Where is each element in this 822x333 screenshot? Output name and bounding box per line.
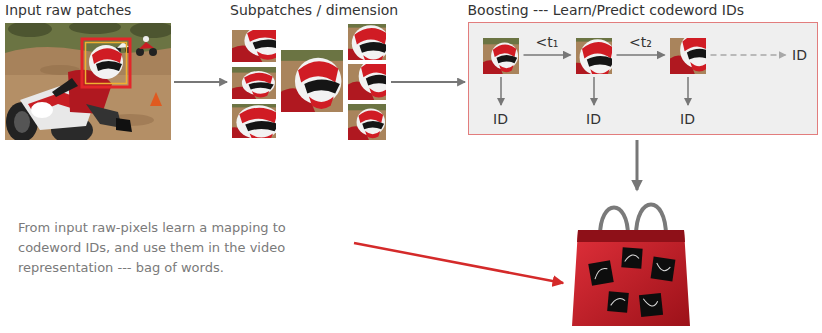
bag-icon: [572, 205, 690, 327]
bag-icon-part: [651, 257, 676, 282]
boosting-panel-ground-part: [468, 22, 818, 135]
codeword-id: ID: [586, 111, 601, 128]
boosting-panel-ground: [468, 22, 818, 135]
motorcycle-photo-part: [96, 61, 122, 71]
id-arrows-part: [593, 77, 595, 105]
subpatch-figure: Subpatches / dimension: [230, 23, 388, 140]
id-arrows: [501, 77, 688, 105]
subpatch-images-part: [232, 19, 287, 62]
bag-icon-part-part: [611, 298, 626, 307]
motorcycle-photo-part: [116, 118, 132, 132]
motorcycle-photo-part: [89, 45, 123, 79]
bag-icon-part: [639, 293, 663, 317]
motorcycle-photo-part: [150, 92, 162, 106]
stage-patches-part: [483, 38, 519, 74]
stage-patches-part: [670, 26, 715, 74]
motorcycle-photo-part: [69, 23, 121, 34]
id-arrows-part: [687, 77, 689, 105]
subpatch-images-part: [281, 50, 343, 112]
subpatch-images-part: [223, 99, 282, 144]
explanation-note: From input raw-pixels learn a mapping to…: [18, 218, 348, 278]
bag-icon-part: [577, 230, 685, 242]
photo-figure: Input raw patches: [5, 23, 171, 140]
threshold-label-holder: <t₁: [536, 34, 559, 51]
bag-icon-part: [621, 247, 642, 268]
motorcycle-photo: [5, 23, 171, 140]
bag-icon-part-part: [643, 297, 658, 307]
motorcycle-photo-part: [14, 111, 30, 133]
bag-icon-part-part: [625, 254, 639, 262]
threshold-label: <t₂: [629, 34, 652, 51]
figure-heading: Boosting --- Learn/Predict codeword IDs: [468, 2, 816, 19]
motorcycle-photo-part: [143, 36, 149, 42]
note-holder: From input raw-pixels learn a mapping to…: [18, 218, 348, 278]
motorcycle-photo-part: [52, 78, 78, 97]
red-arrow: [354, 243, 563, 283]
figure-heading: Input raw patches: [5, 2, 171, 19]
bag-icon-part-part: [621, 247, 642, 268]
motorcycle-photo-part: [149, 48, 157, 56]
motorcycle-photo-part: [8, 23, 52, 37]
codeword-id: ID: [493, 111, 508, 128]
stage-patches: [483, 26, 715, 81]
flow-arrow: [391, 81, 465, 83]
flow-arrow: [711, 54, 786, 56]
subpatch-images: [223, 19, 395, 145]
motorcycle-photo-part: [136, 48, 144, 56]
motorcycle-photo-part: [82, 39, 130, 87]
bag-icon-part-part: [593, 268, 608, 279]
bag-icon-part-part: [588, 260, 613, 285]
bag-icon-part: [588, 260, 613, 285]
down-arrow: [637, 140, 638, 190]
codeword-id: ID: [680, 111, 695, 128]
motorcycle-photo-part: [86, 43, 127, 84]
flow-arrow: [617, 54, 665, 56]
flow-arrow: [524, 54, 571, 56]
motorcycle-photo-part: [130, 23, 171, 38]
codeword-id: ID: [792, 47, 807, 64]
red-arrow-part: [354, 243, 563, 283]
stage-patches-part: [569, 33, 617, 81]
boosting-stage: ID: [481, 38, 521, 128]
boosting-stage: ID: [574, 38, 614, 128]
flow-arrow: [174, 81, 227, 83]
bag-icon-part: [572, 230, 690, 326]
subpatch-images-part: [348, 104, 386, 140]
bag-icon-part-part: [607, 291, 629, 313]
bag-icon-part: [607, 291, 629, 313]
figure-heading: Subpatches / dimension: [230, 2, 388, 19]
subpatch-images-part: [340, 19, 391, 67]
boosting-stage: ID: [668, 38, 708, 128]
down-arrow-part: [636, 140, 639, 190]
threshold-label: <t₁: [536, 34, 559, 51]
id-arrows-part: [500, 77, 502, 105]
motorcycle-photo-part: [139, 42, 154, 49]
bag-icon-part-part: [651, 257, 676, 282]
bag-icon-part-part: [656, 263, 671, 271]
bag-icon-part-part: [639, 293, 663, 317]
motorcycle-photo-part: [31, 102, 53, 118]
threshold-label-holder: <t₂: [629, 34, 652, 51]
output-id: ID: [789, 46, 811, 65]
subpatch-images-part: [348, 52, 396, 100]
subpatch-images-part: [232, 67, 276, 99]
